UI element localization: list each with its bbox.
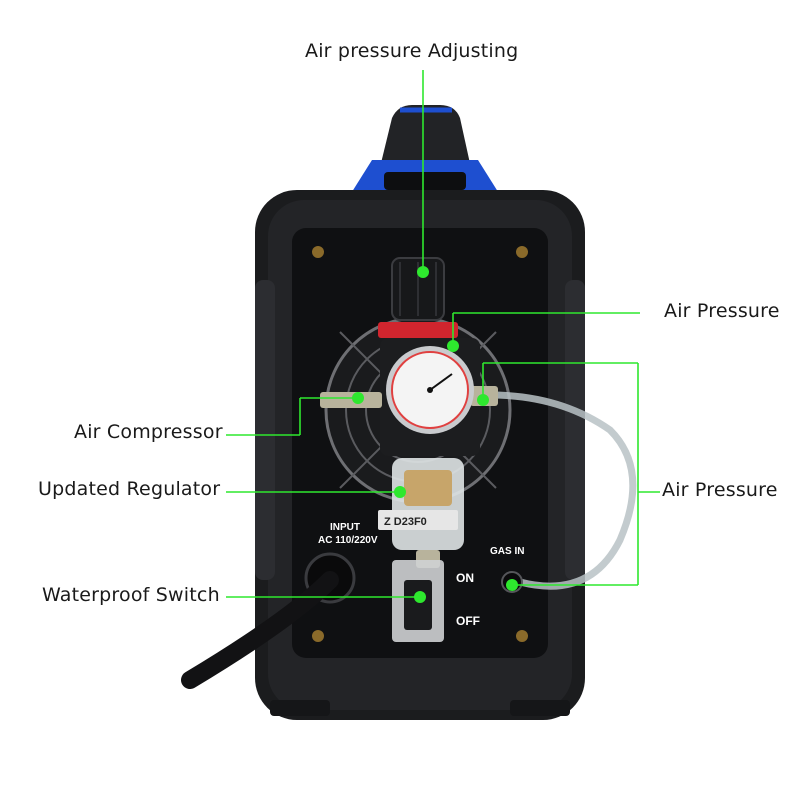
callout-waterproof-switch: Waterproof Switch (42, 584, 220, 606)
green-dot-icon (447, 340, 459, 352)
sticker-text: Z D23F0 (384, 516, 427, 528)
green-dot-icon (506, 579, 518, 591)
input-label-1: INPUT (330, 522, 360, 533)
green-dot-icon (352, 392, 364, 404)
model-sticker (378, 510, 458, 530)
green-dot-icon (477, 394, 489, 406)
callout-air-pressure-hose: Air Pressure (662, 479, 778, 501)
callout-dots (352, 266, 518, 603)
gas-in-label: GAS IN (490, 546, 524, 557)
regulator-assembly (320, 257, 498, 568)
callout-lines (226, 70, 660, 598)
green-dot-icon (417, 266, 429, 278)
switch-off-label: OFF (456, 614, 480, 628)
switch-on-label: ON (456, 571, 474, 585)
callout-air-compressor: Air Compressor (74, 421, 223, 443)
callout-air-pressure-gauge: Air Pressure (664, 300, 780, 322)
green-dot-icon (414, 591, 426, 603)
input-label-2: AC 110/220V (318, 535, 378, 546)
callout-updated-regulator: Updated Regulator (38, 478, 221, 500)
callout-air-pressure-adjusting: Air pressure Adjusting (305, 40, 519, 62)
power-cable (181, 552, 356, 689)
air-hose (489, 391, 637, 590)
green-dot-icon (394, 486, 406, 498)
